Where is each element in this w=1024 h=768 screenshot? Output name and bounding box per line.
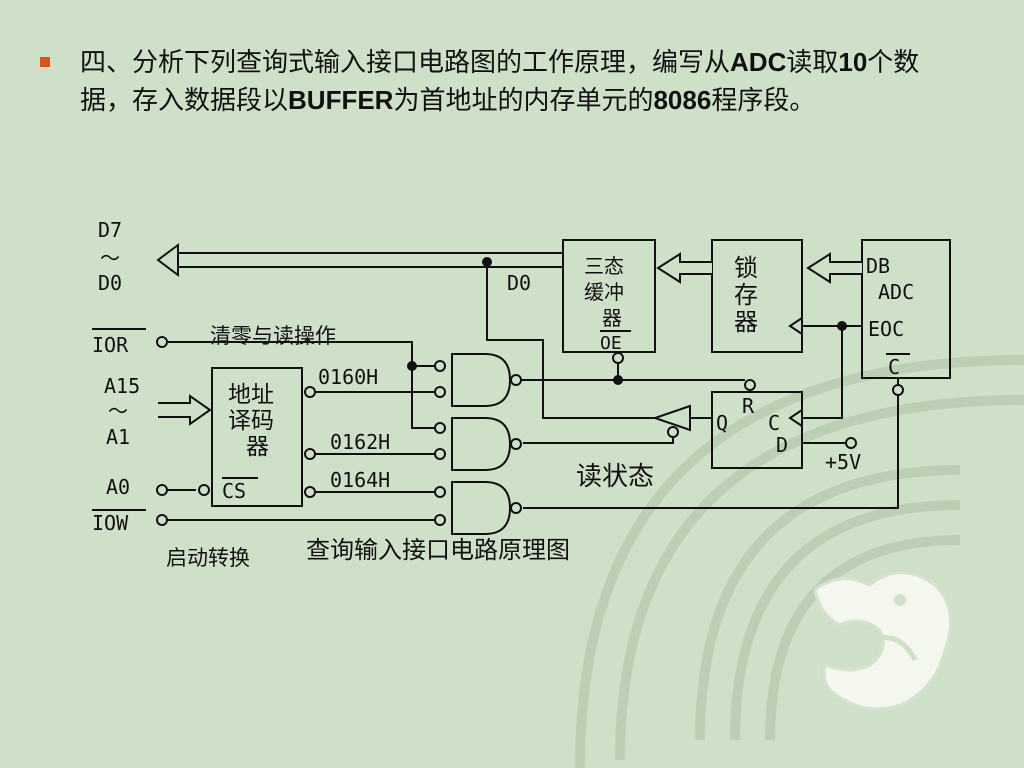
bus-label-top: D7: [98, 218, 122, 242]
oe-label: OE: [600, 333, 622, 354]
bullet-icon: [40, 57, 50, 67]
ff-r-label: R: [742, 394, 755, 418]
d0-label: D0: [507, 271, 531, 295]
start-wire: [523, 395, 899, 509]
ior-terminal-icon: [156, 336, 168, 348]
ior-wire: [167, 341, 435, 367]
cs-label: CS: [222, 479, 246, 503]
ff-clock-icon: [788, 409, 803, 427]
bus-tilde: ～: [100, 246, 120, 270]
latch: [711, 239, 803, 353]
ff-q-label: Q: [716, 411, 728, 435]
flip-flop: [711, 391, 803, 469]
latch-clock-icon: [788, 317, 803, 335]
start-convert-label: 启动转换: [166, 546, 250, 570]
adc-c-input-icon: [892, 384, 904, 396]
question-part: 四、分析下列查询式输入接口电路图的工作原理，编写从: [80, 48, 731, 78]
question-part: 读取: [786, 48, 839, 78]
tristate-buffer: [562, 239, 656, 353]
d0-wire: [486, 262, 655, 419]
gate-2: [451, 417, 512, 471]
decoder-label: 地址: [228, 382, 274, 408]
data-bus: [178, 252, 562, 268]
vcc-terminal-icon: [845, 437, 857, 449]
port-address: 0160H: [318, 365, 378, 389]
eoc-to-ff-wire: [802, 326, 843, 419]
buffer-label: 三态: [584, 254, 624, 278]
addr-label-top: A15: [104, 374, 140, 398]
dragon-motif-icon: [813, 571, 953, 711]
address-arrow-icon: [158, 394, 212, 426]
clear-read-label: 清零与读操作: [210, 324, 336, 348]
decoder-label: 器: [246, 434, 269, 460]
question-part: 个数据，存入数据段以: [80, 48, 920, 116]
buffer-label: 器: [602, 306, 622, 330]
question-part: 10: [838, 47, 868, 77]
gate-1: [451, 353, 512, 407]
question-part: 8086: [653, 85, 712, 115]
adc-to-latch-arrow-icon: [806, 252, 862, 284]
latch-label: 存: [734, 281, 758, 309]
diagram-caption: 查询输入接口电路原理图: [306, 536, 570, 564]
addr-tilde: ～: [108, 399, 128, 423]
port-address: 0164H: [330, 468, 390, 492]
adc-name-label: ADC: [878, 280, 914, 304]
addr-label-bottom: A1: [106, 425, 130, 449]
ff-d-label: D: [776, 433, 788, 457]
iow-label: IOW: [92, 511, 129, 535]
ior-label: IOR: [92, 333, 129, 357]
address-decoder: [211, 367, 303, 507]
gate-3: [451, 481, 512, 535]
latch-to-buffer-arrow-icon: [656, 252, 712, 284]
buffer-label: 缓冲: [584, 280, 624, 304]
status-enable-wire: [523, 437, 674, 444]
a0-terminal-icon: [156, 484, 168, 496]
ff-c-label: C: [768, 411, 780, 435]
status-buffer-icon: [651, 404, 691, 432]
adc-db-label: DB: [866, 254, 890, 278]
read-status-label: 读状态: [576, 462, 654, 492]
vcc-label: +5V: [825, 450, 861, 474]
decoder-label: 译码: [228, 408, 274, 434]
iow-terminal-icon: [156, 514, 168, 526]
question-part: 为首地址的内存单元的: [393, 86, 654, 116]
a0-label: A0: [106, 475, 130, 499]
latch-label: 锁: [734, 254, 758, 282]
r-input-icon: [744, 379, 756, 391]
adc-c-label: C: [888, 355, 900, 379]
adc-eoc-label: EOC: [868, 317, 904, 341]
question-part: ADC: [730, 47, 787, 77]
latch-label: 器: [734, 308, 758, 336]
port-address: 0162H: [330, 430, 390, 454]
question-part: BUFFER: [288, 85, 394, 115]
bus-label-bottom: D0: [98, 271, 122, 295]
bus-arrow-icon: [156, 243, 179, 277]
question-text: 四、分析下列查询式输入接口电路图的工作原理，编写从ADC读取10个数据，存入数据…: [40, 44, 970, 120]
question-part: 程序段。: [711, 86, 816, 116]
